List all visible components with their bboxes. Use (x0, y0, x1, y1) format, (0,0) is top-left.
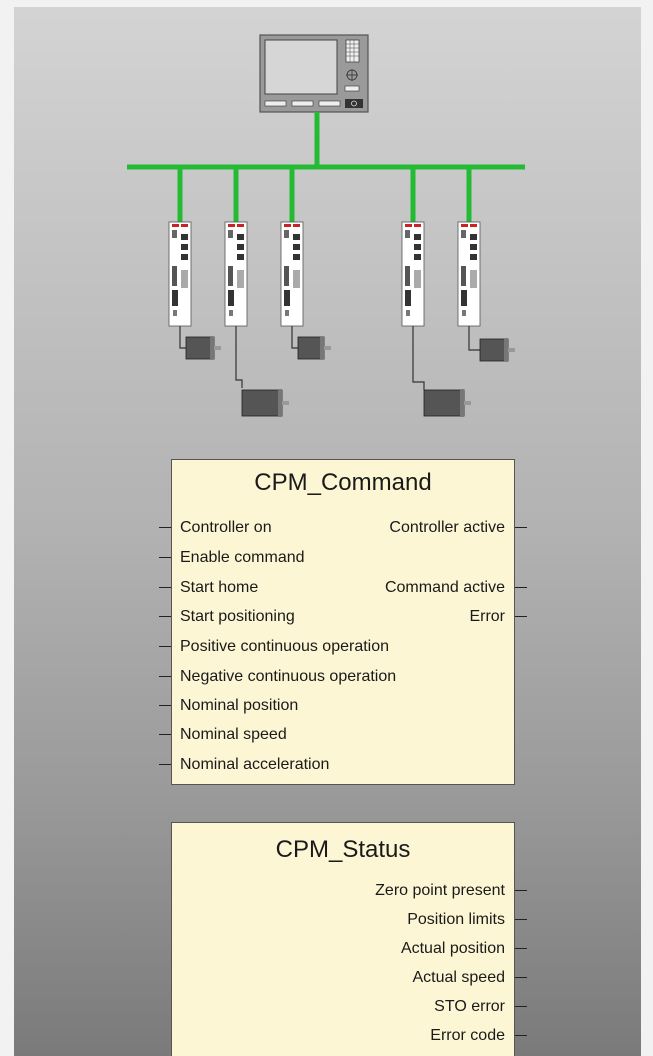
servo-drive (224, 221, 248, 327)
output-controller-active: Controller active (389, 519, 505, 536)
input-nominal-position: Nominal position (180, 697, 299, 714)
output-position-limits: Position limits (407, 911, 505, 928)
input-nominal-speed: Nominal speed (180, 726, 287, 743)
output-error: Error (469, 608, 505, 625)
hmi-keypad (345, 39, 360, 63)
fieldbus (127, 112, 525, 222)
output-actual-speed: Actual speed (412, 969, 505, 986)
connector-line (159, 557, 171, 558)
cpm-command-block: CPM_Command Controller on Enable command… (171, 459, 515, 785)
input-enable-command: Enable command (180, 549, 305, 566)
page-margin-right (641, 0, 653, 1056)
output-command-active: Command active (384, 579, 505, 596)
connector-line (159, 705, 171, 706)
connector-line (159, 527, 171, 528)
page-margin-left (0, 0, 14, 1056)
input-nominal-acceleration: Nominal acceleration (180, 756, 330, 773)
servo-motor (297, 336, 331, 360)
connector-line (515, 587, 527, 588)
connector-line (515, 1006, 527, 1007)
cpm-status-title: CPM_Status (275, 836, 411, 863)
input-positive-continuous: Positive continuous operation (180, 638, 390, 655)
output-sto-error: STO error (434, 998, 505, 1015)
servo-drive (401, 221, 425, 327)
servo-drives (168, 221, 481, 327)
connector-line (159, 676, 171, 677)
connector-line (159, 734, 171, 735)
input-start-home: Start home (180, 579, 259, 596)
connector-line (515, 977, 527, 978)
connector-line (159, 587, 171, 588)
connector-line (515, 919, 527, 920)
connector-line (515, 527, 527, 528)
servo-motors (185, 336, 515, 417)
servo-motor (479, 338, 515, 362)
output-zero-point-present: Zero point present (375, 882, 505, 899)
servo-drive (168, 221, 192, 327)
output-actual-position: Actual position (400, 940, 505, 957)
connector-line (515, 616, 527, 617)
connector-line (515, 1035, 527, 1036)
network-topology (127, 34, 525, 417)
page-margin-top (0, 0, 653, 7)
connector-line (515, 948, 527, 949)
servo-motor (241, 389, 289, 417)
input-controller-on: Controller on (180, 519, 272, 536)
cpm-command-title: CPM_Command (254, 469, 432, 496)
connector-line (159, 764, 171, 765)
servo-motor (423, 389, 471, 417)
hmi-panel (259, 34, 369, 113)
connector-line (159, 646, 171, 647)
servo-drive (280, 221, 304, 327)
input-negative-continuous: Negative continuous operation (180, 668, 397, 685)
input-start-positioning: Start positioning (180, 608, 295, 625)
connector-line (159, 616, 171, 617)
connector-line (515, 890, 527, 891)
output-error-code: Error code (430, 1027, 505, 1044)
servo-drive (457, 221, 481, 327)
servo-motor (185, 336, 221, 360)
cpm-status-block: CPM_Status Zero point present Position l… (171, 822, 515, 1056)
hmi-dpad (346, 69, 358, 81)
motor-cables (179, 326, 480, 390)
